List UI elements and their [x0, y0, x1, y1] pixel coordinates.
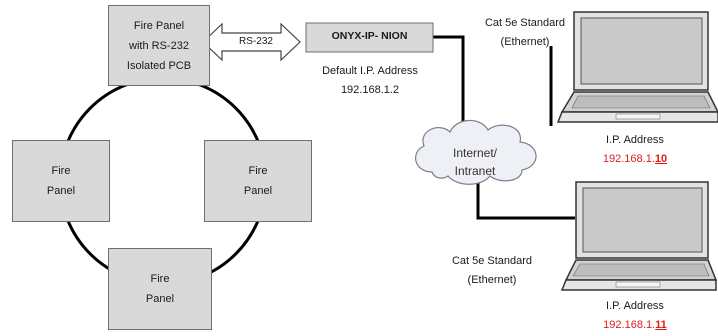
cloud-label-line: Intranet — [454, 164, 496, 178]
onyx-address-caption: Default I.P. Address — [322, 65, 418, 77]
fire-panel-left-line: Fire — [51, 165, 71, 177]
bottom-ip-prefix: 192.168.1. — [603, 319, 656, 331]
cloud-label-line: Internet/ — [452, 146, 498, 160]
cloud-label: Internet/ Intranet — [440, 144, 510, 180]
top-ip-value: 192.168.1.10 — [580, 150, 690, 169]
fire-panel-bottom-line: Panel — [145, 293, 175, 305]
top-cable-line: (Ethernet) — [500, 36, 550, 48]
onyx-device-box — [305, 22, 434, 53]
fire-panel-main-line: with RS-232 — [129, 39, 189, 52]
rs232-label: RS-232 — [239, 36, 273, 47]
onyx-address-block: Default I.P. Address 192.168.1.2 — [296, 62, 444, 100]
bottom-ip-block: I.P. Address 192.168.1.11 — [580, 297, 690, 335]
bottom-ip-caption: I.P. Address — [606, 300, 664, 312]
bottom-cable-line: (Ethernet) — [467, 274, 517, 286]
fire-panel-main: Fire Panel with RS-232 Isolated PCB — [108, 5, 210, 86]
internet-cloud-icon — [415, 119, 537, 185]
rs232-double-arrow — [202, 22, 301, 62]
cloud-to-bottom-laptop-cable — [476, 178, 575, 220]
laptop-icon — [560, 181, 718, 291]
fire-panel-right: Fire Panel — [204, 140, 312, 222]
bottom-cable-label: Cat 5e Standard (Ethernet) — [442, 252, 542, 290]
top-ip-prefix: 192.168.1. — [602, 153, 655, 165]
fire-panel-right-line: Fire — [248, 165, 268, 177]
bottom-ip-suffix: 11 — [655, 319, 667, 331]
top-ip-caption: I.P. Address — [606, 134, 664, 146]
fire-panel-bottom-line: Fire — [150, 273, 170, 285]
top-ip-suffix: 10 — [654, 153, 668, 165]
laptop-icon — [556, 11, 718, 123]
onyx-to-cloud-cable — [433, 35, 465, 135]
bottom-cable-line: Cat 5e Standard — [451, 255, 533, 267]
top-ip-block: I.P. Address 192.168.1.10 — [580, 131, 690, 169]
fire-panel-bottom: Fire Panel — [108, 248, 212, 330]
top-cable-line: Cat 5e Standard — [484, 17, 566, 29]
bottom-ip-value: 192.168.1.11 — [580, 316, 690, 335]
top-cable-label: Cat 5e Standard (Ethernet) — [478, 14, 572, 52]
fire-panel-left-line: Panel — [46, 185, 76, 197]
fire-panel-left: Fire Panel — [12, 140, 110, 222]
onyx-device-label: ONYX-IP- NION — [331, 30, 408, 42]
onyx-address-value: 192.168.1.2 — [340, 84, 400, 96]
fire-panel-main-line: Fire Panel — [133, 19, 185, 32]
fire-panel-right-line: Panel — [243, 185, 273, 197]
fire-panel-main-line: Isolated PCB — [126, 59, 192, 72]
